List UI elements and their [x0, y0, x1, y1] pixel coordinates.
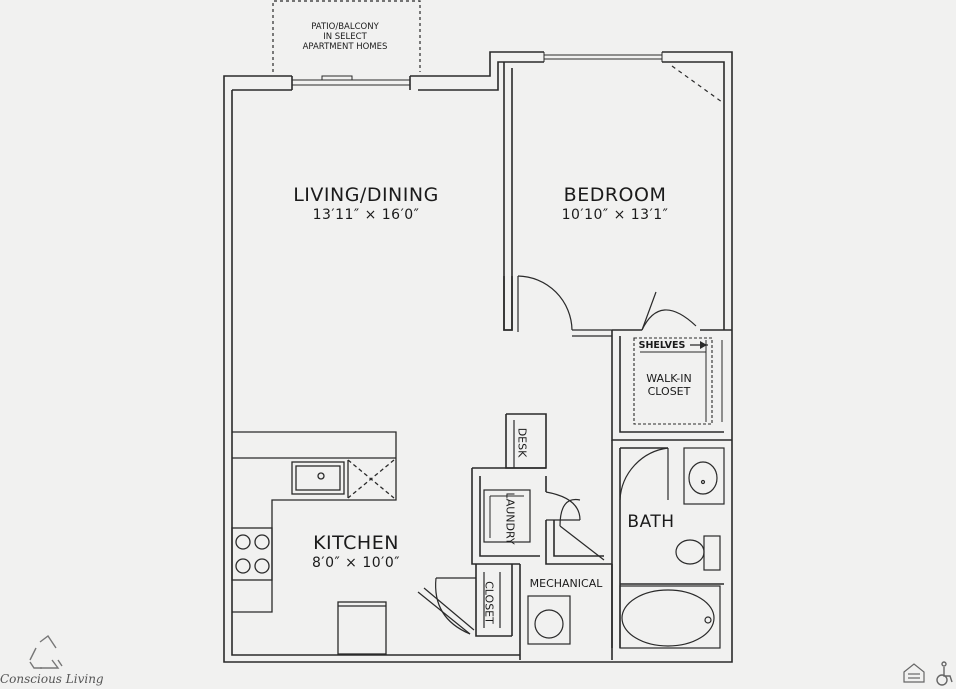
patio-line3: APARTMENT HOMES [302, 42, 388, 52]
bedroom-window [543, 52, 663, 62]
bedroom-partition [503, 62, 513, 331]
shelves-label: SHELVES [638, 340, 686, 351]
patio-line2: IN SELECT [323, 32, 367, 42]
kitchen-counters [231, 431, 397, 655]
laundry-label: LAUNDRY [503, 492, 517, 545]
walk-in-closet-walls [611, 291, 732, 441]
patio-label: PATIO/BALCONY IN SELECT APARTMENT HOMES [284, 22, 406, 52]
sliding-door [292, 75, 410, 86]
accessibility-icon [936, 661, 953, 686]
patio-line1: PATIO/BALCONY [311, 22, 379, 32]
kitchen-dims: 8′0″ × 10′0″ [312, 555, 400, 571]
brand-name: Conscious Living [0, 672, 104, 686]
recycle-icon [29, 634, 63, 669]
living-room-name: LIVING/DINING [293, 184, 439, 206]
mechanical-label: MECHANICAL [529, 577, 603, 590]
bath-fixtures [619, 447, 725, 649]
walk-in-line2: CLOSET [647, 385, 691, 398]
bedroom-name: BEDROOM [563, 184, 667, 206]
core-walls [417, 413, 613, 660]
patio-outline [272, 0, 421, 72]
bedroom-dims: 10′10″ × 13′1″ [561, 207, 669, 223]
outer-walls [223, 51, 733, 663]
walk-in-line1: WALK-IN [646, 372, 692, 385]
equal-housing-icon [903, 663, 925, 683]
walk-in-closet-label: WALK-IN CLOSET [634, 372, 704, 398]
desk-label: DESK [515, 427, 529, 458]
closet-label: CLOSET [482, 581, 496, 624]
bath-name: BATH [627, 512, 675, 532]
bedroom-door [517, 275, 612, 337]
living-room-dims: 13′11″ × 16′0″ [312, 207, 420, 223]
kitchen-name: KITCHEN [313, 532, 399, 554]
